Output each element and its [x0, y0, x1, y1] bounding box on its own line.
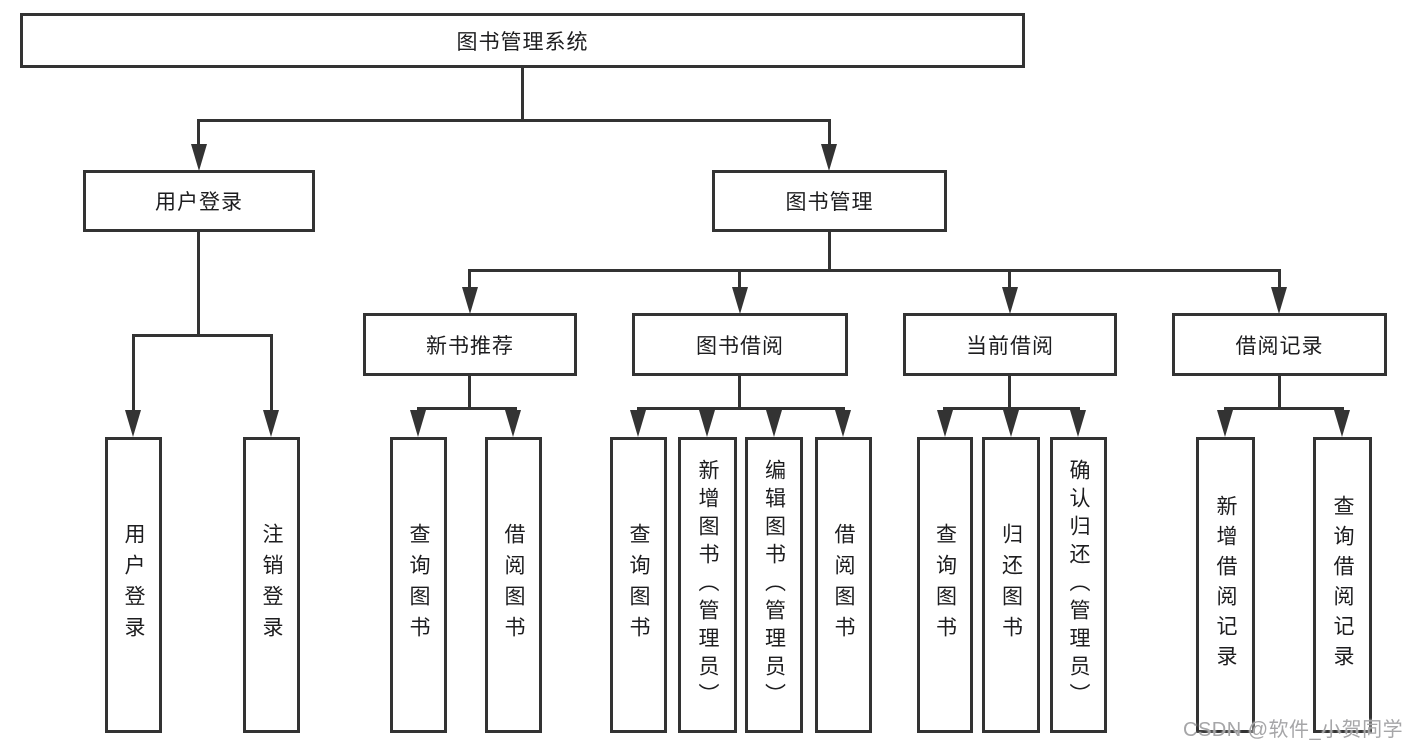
- connector: [1278, 376, 1281, 409]
- connector: [828, 119, 831, 146]
- connector: [197, 232, 200, 336]
- node-leaf-borrow-books: 借阅图书: [815, 437, 872, 733]
- arrowhead-icon: [125, 410, 141, 437]
- arrowhead-icon: [1003, 410, 1019, 437]
- node-leaf-logout: 注销登录: [243, 437, 300, 733]
- node-leaf-confirm-return-admin: 确认归还（管理员）: [1050, 437, 1107, 733]
- node-leaf-return-books: 归还图书: [982, 437, 1040, 733]
- connector: [468, 269, 1281, 272]
- node-book-management: 图书管理: [712, 170, 947, 232]
- connector: [1008, 269, 1011, 287]
- arrowhead-icon: [1271, 287, 1287, 314]
- connector: [197, 119, 831, 122]
- node-leaf-edit-books-admin: 编辑图书（管理员）: [745, 437, 803, 733]
- node-new-book-recommendation: 新书推荐: [363, 313, 577, 376]
- connector: [1278, 269, 1281, 287]
- node-leaf-query-books-recommend: 查询图书: [390, 437, 447, 733]
- arrowhead-icon: [263, 410, 279, 437]
- node-leaf-query-books-current: 查询图书: [917, 437, 973, 733]
- node-library-management-system: 图书管理系统: [20, 13, 1025, 68]
- node-user-login: 用户登录: [83, 170, 315, 232]
- arrowhead-icon: [462, 287, 478, 314]
- watermark: CSDN @软件_小贺同学: [1183, 719, 1404, 741]
- connector: [738, 269, 741, 287]
- connector: [1224, 407, 1344, 410]
- connector: [197, 119, 200, 146]
- arrowhead-icon: [410, 410, 426, 437]
- arrowhead-icon: [937, 410, 953, 437]
- connector: [828, 232, 831, 271]
- arrowhead-icon: [1217, 410, 1233, 437]
- node-book-borrowing: 图书借阅: [632, 313, 848, 376]
- arrowhead-icon: [835, 410, 851, 437]
- arrowhead-icon: [1070, 410, 1086, 437]
- connector: [468, 269, 471, 287]
- connector: [132, 334, 135, 410]
- arrowhead-icon: [505, 410, 521, 437]
- arrowhead-icon: [732, 287, 748, 314]
- connector: [1008, 376, 1011, 409]
- arrowhead-icon: [191, 144, 207, 171]
- connector: [132, 334, 273, 337]
- arrowhead-icon: [1002, 287, 1018, 314]
- node-borrowing-records: 借阅记录: [1172, 313, 1387, 376]
- arrowhead-icon: [630, 410, 646, 437]
- node-leaf-query-books-borrowing: 查询图书: [610, 437, 667, 733]
- connector: [521, 68, 524, 121]
- arrowhead-icon: [699, 410, 715, 437]
- connector: [637, 407, 845, 410]
- node-leaf-add-borrow-record: 新增借阅记录: [1196, 437, 1255, 733]
- node-current-borrowing: 当前借阅: [903, 313, 1117, 376]
- node-leaf-add-books-admin: 新增图书（管理员）: [678, 437, 737, 733]
- arrowhead-icon: [1334, 410, 1350, 437]
- connector: [738, 376, 741, 409]
- connector: [468, 376, 471, 409]
- connector: [417, 407, 517, 410]
- connector: [270, 334, 273, 410]
- connector: [943, 407, 1080, 410]
- node-leaf-query-borrow-record: 查询借阅记录: [1313, 437, 1372, 733]
- node-leaf-borrow-books-recommend: 借阅图书: [485, 437, 542, 733]
- arrowhead-icon: [766, 410, 782, 437]
- arrowhead-icon: [821, 144, 837, 171]
- node-leaf-user-login: 用户登录: [105, 437, 162, 733]
